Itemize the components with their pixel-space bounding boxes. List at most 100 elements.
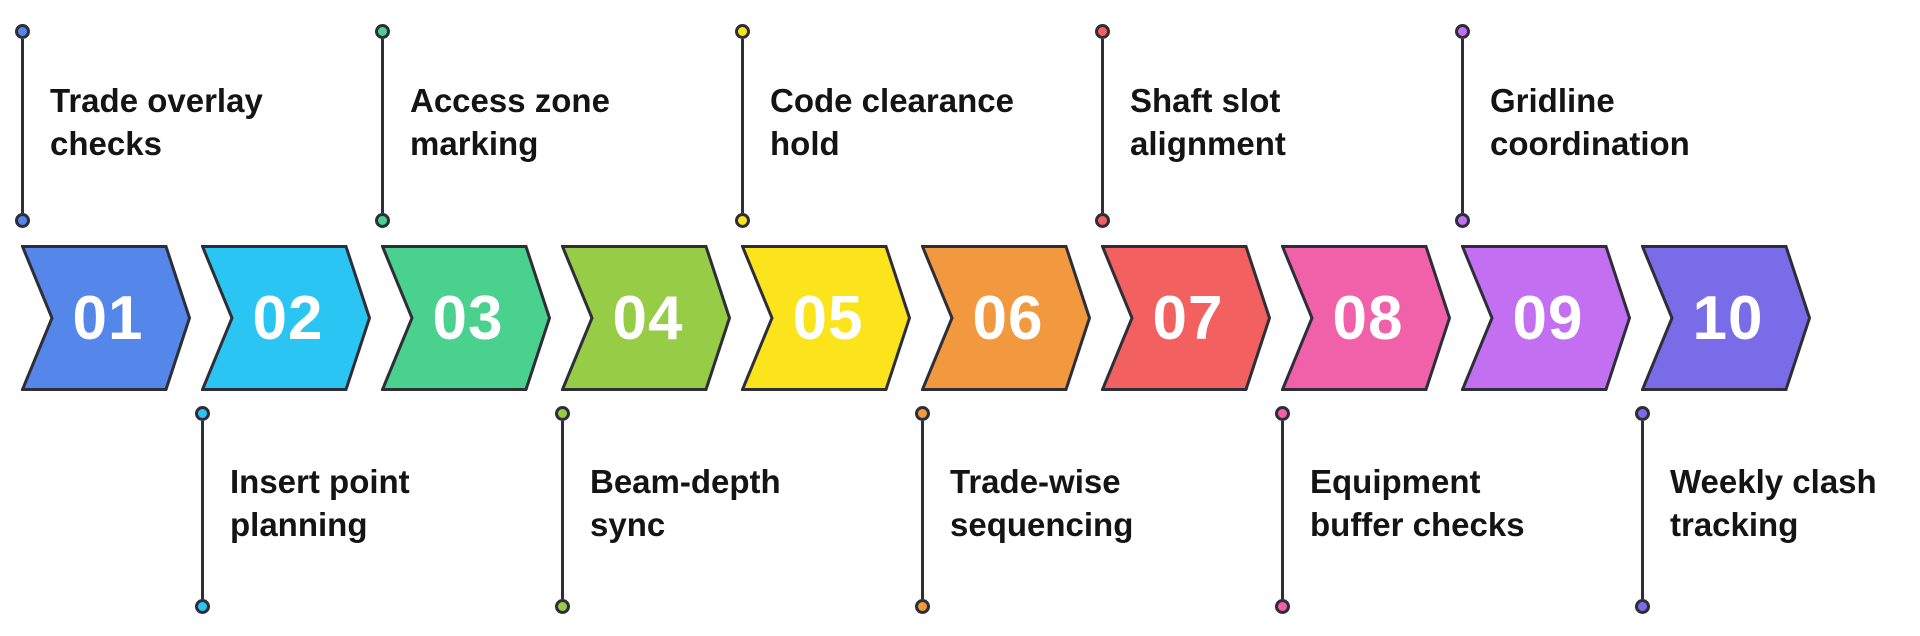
- step-label-line1: Access zone: [410, 82, 610, 119]
- step-02: Insert point planning 02: [194, 0, 410, 636]
- chevron-09: [1461, 245, 1631, 391]
- chevron-03: [381, 245, 551, 391]
- step-label-line2: coordination: [1490, 125, 1690, 162]
- step-label: Trade overlay checks: [50, 79, 350, 165]
- step-label-line1: Code clearance: [770, 82, 1014, 119]
- connector-06: [914, 406, 930, 614]
- chevron-shape: [201, 245, 371, 391]
- chevron-shape: [1101, 245, 1271, 391]
- connector-line: [560, 421, 564, 599]
- connector-dot-top: [1634, 406, 1650, 421]
- chevron-shape: [21, 245, 191, 391]
- step-number: 04: [612, 283, 684, 353]
- connector-dot-bottom: [1454, 213, 1470, 228]
- chevron-shape: [921, 245, 1091, 391]
- step-label-line1: Trade-wise: [950, 463, 1121, 500]
- step-number: 03: [432, 283, 504, 353]
- chevron-10: [1641, 245, 1811, 391]
- step-number: 09: [1512, 283, 1584, 353]
- connector-dot-top: [1094, 24, 1110, 39]
- step-label-line2: marking: [410, 125, 539, 162]
- connector-line: [20, 39, 24, 213]
- connector-dot-top: [194, 406, 210, 421]
- step-label: Gridline coordination: [1490, 79, 1790, 165]
- step-label-line2: planning: [230, 506, 368, 543]
- step-label-line2: hold: [770, 125, 840, 162]
- step-label-line1: Weekly clash: [1670, 463, 1877, 500]
- step-label: Weekly clash tracking: [1670, 460, 1920, 546]
- step-label-line1: Trade overlay: [50, 82, 263, 119]
- step-label: Insert point planning: [230, 460, 530, 546]
- chevron-04: [561, 245, 731, 391]
- step-04: Beam-depth sync 04: [554, 0, 781, 636]
- step-label-line1: Insert point: [230, 463, 410, 500]
- step-number: 10: [1692, 283, 1764, 353]
- step-label-line1: Equipment: [1310, 463, 1481, 500]
- connector-08: [1274, 406, 1290, 614]
- step-10: Weekly clash tracking 10: [1634, 0, 1877, 636]
- connector-line: [1280, 421, 1284, 599]
- chevron-01: [21, 245, 191, 391]
- connector-dot-top: [1274, 406, 1290, 421]
- chevron-shape: [1641, 245, 1811, 391]
- chevron-08: [1281, 245, 1451, 391]
- step-label: Shaft slot alignment: [1130, 79, 1430, 165]
- chevron-shape: [741, 245, 911, 391]
- step-label-line2: sync: [590, 506, 666, 543]
- connector-dot-bottom: [734, 213, 750, 228]
- chevron-shape: [561, 245, 731, 391]
- step-number: 06: [972, 283, 1044, 353]
- connector-line: [200, 421, 204, 599]
- connector-02: [194, 406, 210, 614]
- chevron-shape: [1281, 245, 1451, 391]
- connector-dot-top: [554, 406, 570, 421]
- connector-dot-top: [1454, 24, 1470, 39]
- step-label-line2: tracking: [1670, 506, 1799, 543]
- step-01: Trade overlay checks 01: [14, 0, 263, 636]
- chevron-02: [201, 245, 371, 391]
- connector-01: [14, 24, 30, 228]
- connector-05: [734, 24, 750, 228]
- step-label-line2: checks: [50, 125, 162, 162]
- chevron-shape: [381, 245, 551, 391]
- step-label: Beam-depth sync: [590, 460, 890, 546]
- step-07: Shaft slot alignment 07: [1094, 0, 1286, 636]
- step-number: 02: [252, 283, 324, 353]
- connector-04: [554, 406, 570, 614]
- connector-dot-top: [914, 406, 930, 421]
- connector-line: [740, 39, 744, 213]
- step-number: 08: [1332, 283, 1404, 353]
- connector-line: [1100, 39, 1104, 213]
- connector-dot-bottom: [14, 213, 30, 228]
- connector-09: [1454, 24, 1470, 228]
- connector-line: [920, 421, 924, 599]
- step-label-line1: Beam-depth: [590, 463, 781, 500]
- step-label-line2: buffer checks: [1310, 506, 1525, 543]
- chevron-06: [921, 245, 1091, 391]
- step-number: 05: [792, 283, 864, 353]
- connector-03: [374, 24, 390, 228]
- step-03: Access zone marking 03: [374, 0, 610, 636]
- connector-dot-top: [734, 24, 750, 39]
- connector-dot-bottom: [194, 599, 210, 614]
- step-label-line1: Shaft slot: [1130, 82, 1281, 119]
- step-label-line2: sequencing: [950, 506, 1134, 543]
- chevron-shape: [1461, 245, 1631, 391]
- connector-dot-top: [14, 24, 30, 39]
- step-label-line2: alignment: [1130, 125, 1286, 162]
- connector-line: [380, 39, 384, 213]
- step-number: 01: [72, 283, 144, 353]
- connector-dot-bottom: [1274, 599, 1290, 614]
- connector-line: [1460, 39, 1464, 213]
- step-label: Trade-wise sequencing: [950, 460, 1250, 546]
- step-08: Equipment buffer checks 08: [1274, 0, 1525, 636]
- step-05: Code clearance hold 05: [734, 0, 1014, 636]
- step-number: 07: [1152, 283, 1224, 353]
- step-06: Trade-wise sequencing 06: [914, 0, 1133, 636]
- step-label-line1: Gridline: [1490, 82, 1615, 119]
- connector-dot-bottom: [1094, 213, 1110, 228]
- connector-dot-top: [374, 24, 390, 39]
- step-label: Access zone marking: [410, 79, 710, 165]
- connector-dot-bottom: [914, 599, 930, 614]
